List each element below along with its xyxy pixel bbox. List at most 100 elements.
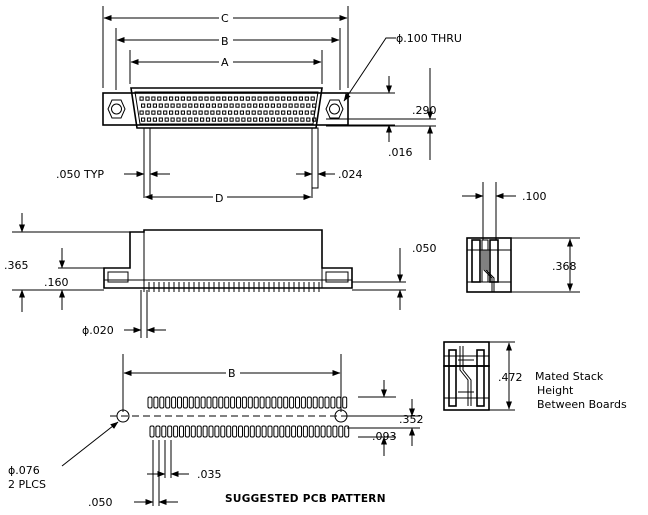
- contact-pin: [259, 117, 264, 122]
- contact-pin: [269, 96, 274, 101]
- contact-pin: [198, 110, 203, 115]
- contact-pin: [180, 96, 186, 101]
- contact-pin: [281, 96, 286, 101]
- thru-hole-label: ϕ.100 THRU: [396, 32, 462, 45]
- contact-pin: [194, 117, 199, 122]
- contact-pin: [141, 117, 146, 122]
- contact-pin: [188, 117, 193, 122]
- contact-pin: [281, 110, 286, 115]
- contact-pin: [276, 103, 281, 108]
- dim-b-bottom-label: B: [228, 367, 236, 380]
- contact-pin: [174, 110, 180, 115]
- contact-pin: [157, 110, 162, 115]
- contact-pin: [205, 117, 211, 122]
- contact-pin: [287, 110, 292, 115]
- pcb-pad: [312, 396, 318, 409]
- contact-pin: [222, 96, 227, 101]
- dim-076-label: ϕ.076: [8, 464, 40, 477]
- contact-pin: [292, 110, 298, 115]
- contact-pin: [235, 117, 240, 122]
- pcb-pad: [214, 425, 220, 438]
- contact-pin: [251, 110, 256, 115]
- left-mount-hex: [107, 99, 126, 119]
- contact-pin: [204, 110, 209, 115]
- contact-pin: [287, 96, 292, 101]
- contact-pin: [304, 110, 309, 115]
- contact-pin: [158, 103, 163, 108]
- pcb-pad: [255, 425, 261, 438]
- pcb-pad: [218, 396, 224, 409]
- pcb-pad: [167, 425, 173, 438]
- contact-pin: [204, 96, 209, 101]
- contact-pin: [217, 117, 222, 122]
- contact-pin: [176, 103, 181, 108]
- contact-pin: [152, 103, 158, 108]
- contact-pin: [306, 103, 311, 108]
- pcb-pad: [330, 396, 336, 409]
- dim-100-label: .100: [522, 190, 547, 203]
- pcb-pad: [236, 396, 241, 409]
- pcb-pad: [241, 396, 247, 409]
- side-body: [466, 237, 512, 293]
- contact-pin: [245, 96, 250, 101]
- pcb-pad: [226, 425, 232, 438]
- dim-093-label: .093: [372, 430, 397, 443]
- contact-pin: [263, 96, 268, 101]
- contact-pin: [145, 110, 150, 115]
- contact-pin: [241, 103, 246, 108]
- contact-pin: [200, 103, 205, 108]
- pcb-pad: [295, 396, 300, 409]
- pcb-pad: [153, 396, 159, 409]
- contact-pin: [312, 117, 317, 122]
- contact-pin: [210, 110, 215, 115]
- pcb-pad: [320, 425, 326, 438]
- pcb-pad: [344, 425, 350, 438]
- contact-pin: [233, 96, 239, 101]
- front-view: .365 .160 .050: [4, 213, 437, 338]
- contact-pin: [176, 117, 181, 122]
- contact-pin: [253, 103, 258, 108]
- contact-pin: [192, 110, 197, 115]
- contact-pin: [169, 110, 174, 115]
- pcb-pad: [238, 425, 243, 438]
- pcb-pad: [155, 425, 161, 438]
- contact-pin: [310, 110, 315, 115]
- contact-pin: [276, 117, 281, 122]
- contact-pin: [300, 103, 305, 108]
- pcb-pad: [306, 396, 312, 409]
- contact-pin: [210, 96, 215, 101]
- contact-pin: [141, 103, 146, 108]
- dim-365-label: .365: [4, 259, 29, 272]
- top-contact-rows: [139, 96, 317, 122]
- contact-pin: [269, 110, 274, 115]
- dim-472-label: .472: [498, 371, 523, 384]
- contact-pin: [151, 110, 156, 115]
- contact-pin: [263, 110, 268, 115]
- contact-pin: [228, 96, 233, 101]
- dim-d-label: D: [215, 192, 223, 205]
- contact-pin: [233, 110, 239, 115]
- mated-body-bottom: [443, 365, 490, 411]
- pcb-pad: [283, 396, 289, 409]
- contact-pin: [275, 96, 280, 101]
- dim-368-label: .368: [552, 260, 577, 273]
- pcb-pad: [184, 425, 190, 438]
- pcb-pad: [338, 425, 344, 438]
- mated-line1: Mated Stack: [535, 370, 604, 383]
- contact-pin: [145, 96, 150, 101]
- contact-pin: [164, 117, 169, 122]
- contact-pin: [282, 117, 287, 122]
- contact-pin: [180, 110, 186, 115]
- contact-pin: [216, 110, 221, 115]
- dim-290-label: .290: [412, 104, 437, 117]
- contact-pin: [264, 117, 270, 122]
- pcb-pad: [173, 425, 179, 438]
- left-mount-hole: [111, 103, 122, 115]
- dim-050-typ-label: .050 TYP: [56, 168, 104, 181]
- pcb-pad: [342, 396, 348, 409]
- dim-024-label: .024: [338, 168, 363, 181]
- contact-pin: [229, 103, 234, 108]
- pcb-pad: [224, 396, 230, 409]
- contact-pin: [157, 96, 162, 101]
